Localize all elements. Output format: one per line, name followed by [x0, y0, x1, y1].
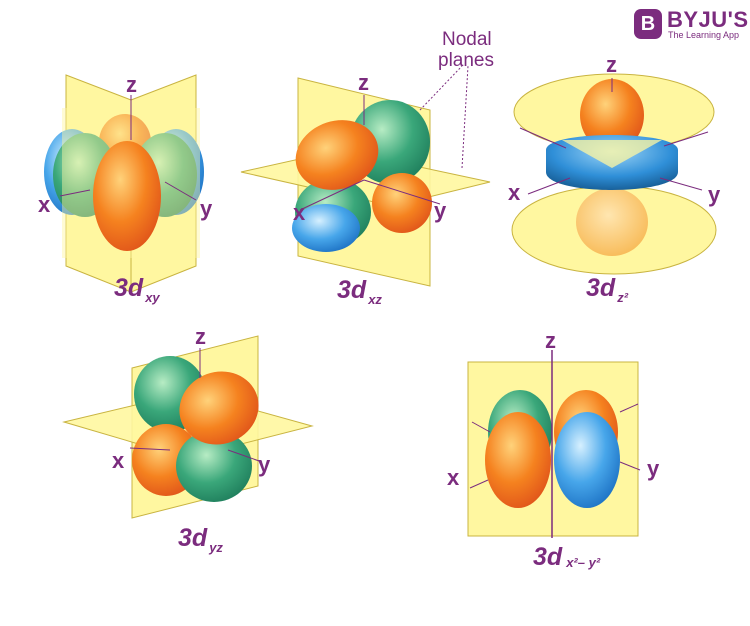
orbital-prefix: 3	[178, 524, 192, 552]
orbital-prefix: 3	[533, 543, 547, 571]
diag-axis-line-2	[663, 131, 709, 147]
orbital-letter: d	[128, 274, 144, 302]
orbital-letter: d	[351, 276, 367, 304]
axis-label-y: y	[200, 196, 213, 221]
callout-line-2	[461, 65, 469, 169]
orbital-letter: d	[192, 524, 208, 552]
x-axis-line	[527, 177, 571, 195]
axis-label-z: z	[126, 72, 137, 97]
lobe-front-blue	[554, 412, 620, 508]
lobe-front-green	[176, 430, 252, 502]
y-axis-line-right	[619, 461, 641, 471]
orbital-subscript: yz	[208, 540, 223, 555]
callout-line-1	[419, 65, 463, 111]
axis-label-y: y	[258, 452, 271, 477]
y-axis-line	[659, 177, 703, 191]
callout-line1-text: Nodal	[442, 29, 492, 50]
orbital-prefix: 3	[586, 274, 600, 302]
axis-label-y: y	[647, 456, 660, 481]
y-axis-line-left	[469, 479, 489, 489]
axis-label-x: x	[293, 200, 306, 225]
lobe-right-orange	[372, 173, 432, 233]
axis-label-z: z	[358, 70, 369, 95]
diag-axis-line	[519, 127, 567, 149]
orbital-subscript: xz	[367, 292, 382, 307]
axis-label-z: z	[195, 324, 206, 349]
lobe-front-blue	[292, 204, 360, 252]
orbital-letter: d	[547, 543, 563, 571]
lobe-front-orange	[93, 141, 161, 251]
nodal-planes-callout: Nodal planes	[438, 29, 494, 71]
axis-label-x: x	[447, 465, 460, 490]
axis-label-y: y	[708, 182, 721, 207]
orbital-subscript: xy	[144, 290, 160, 305]
y-axis-line	[164, 181, 197, 201]
orbital-prefix: 3	[114, 274, 128, 302]
axis-label-x: x	[112, 448, 125, 473]
orbital-subscript: z²	[616, 290, 629, 305]
y-axis-line	[227, 449, 263, 463]
lobe-bottom	[576, 188, 648, 256]
x-axis-line	[59, 189, 91, 197]
byjus-logo-icon: B	[634, 9, 662, 39]
axis-label-y: y	[434, 198, 447, 223]
y-axis-line	[363, 179, 441, 205]
cone-wedge	[562, 140, 662, 168]
brand-tagline: The Learning App	[668, 30, 740, 40]
axis-label-x: x	[38, 192, 51, 217]
x-axis-line	[129, 447, 171, 451]
x-axis-line-left	[471, 421, 491, 433]
x-axis-line-right	[619, 403, 639, 413]
lobe-top-orange	[179, 371, 259, 445]
orbital-prefix: 3	[337, 276, 351, 304]
axis-label-z: z	[606, 52, 617, 77]
axis-label-x: x	[508, 180, 521, 205]
lobe-front-orange	[485, 412, 551, 508]
orbital-letter: d	[600, 274, 616, 302]
orbital-subscript: x²– y²	[565, 555, 601, 570]
lobe-top-orange	[295, 120, 379, 190]
axis-label-z: z	[545, 328, 556, 353]
x-axis-line	[299, 179, 365, 211]
lobe-top-orange	[580, 79, 644, 151]
byjus-logo[interactable]: B BYJU'S The Learning App	[634, 7, 749, 41]
brand-name: BYJU'S	[667, 7, 749, 32]
callout-line2-text: planes	[438, 50, 494, 71]
